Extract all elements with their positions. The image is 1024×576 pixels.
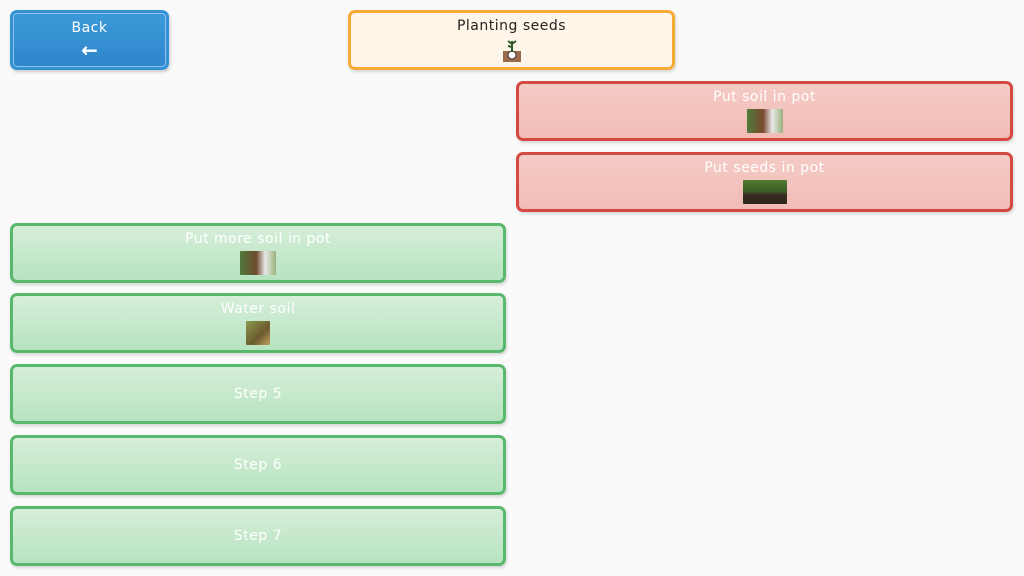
back-button[interactable]: Back ← bbox=[10, 10, 169, 70]
step-label: Step 6 bbox=[233, 457, 283, 473]
step-card-5[interactable]: Step 5 bbox=[10, 364, 506, 424]
step-card-4[interactable]: Water soil bbox=[10, 293, 506, 353]
water-soil-photo bbox=[246, 321, 270, 345]
step-label: Step 5 bbox=[233, 386, 283, 402]
step-card-6[interactable]: Step 6 bbox=[10, 435, 506, 495]
step-label: Step 7 bbox=[233, 528, 283, 544]
step-card-3[interactable]: Put more soil in pot bbox=[10, 223, 506, 283]
activity-title-card: Planting seeds bbox=[348, 10, 675, 70]
soil-pot-photo bbox=[746, 109, 783, 133]
back-label: Back bbox=[71, 20, 108, 36]
step-label: Put more soil in pot bbox=[185, 231, 331, 247]
arrow-left-icon: ← bbox=[81, 38, 98, 62]
step-card-7[interactable]: Step 7 bbox=[10, 506, 506, 566]
seeds-photo bbox=[742, 180, 787, 204]
planting-seed-icon bbox=[502, 40, 521, 62]
step-card-2[interactable]: Put seeds in pot bbox=[516, 152, 1013, 212]
step-card-1[interactable]: Put soil in pot bbox=[516, 81, 1013, 141]
step-label: Put soil in pot bbox=[713, 89, 816, 105]
more-soil-photo bbox=[240, 251, 276, 275]
step-label: Water soil bbox=[220, 301, 296, 317]
page-title: Planting seeds bbox=[456, 18, 567, 34]
step-label: Put seeds in pot bbox=[704, 160, 825, 176]
